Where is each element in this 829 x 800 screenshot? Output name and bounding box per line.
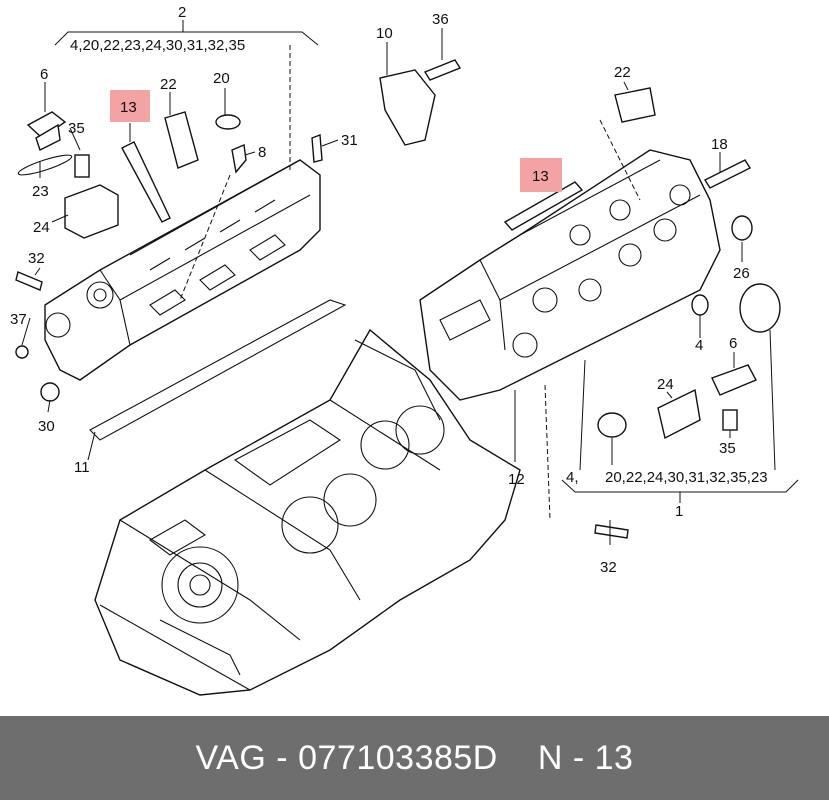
exploded-parts-diagram: 2 4,20,22,23,24,30,31,32,35 6 35 23 24 1… <box>10 4 799 696</box>
part-30 <box>40 382 60 402</box>
footer-part-number: 077103385D <box>298 738 498 777</box>
part-number-footer: VAG - 077103385D N - 13 <box>0 716 829 800</box>
footer-separator: - <box>276 738 289 777</box>
callout-10: 10 <box>376 25 393 42</box>
part-24-right <box>657 388 701 440</box>
callout-35-left: 35 <box>68 120 85 137</box>
callout-18: 18 <box>711 136 728 153</box>
callout-11: 11 <box>74 459 90 476</box>
callout-22-left: 22 <box>160 76 177 93</box>
callout-4-right: 4 <box>695 337 703 354</box>
part-18-bolt <box>703 159 752 189</box>
callout-24-right: 24 <box>657 376 674 393</box>
callout-1-list-b: 20,22,24,30,31,32,35,23 <box>605 469 768 486</box>
callout-13-right: 13 <box>532 168 549 185</box>
part-36-bolt <box>423 59 462 81</box>
left-cylinder-head <box>44 159 321 381</box>
part-13-bolt-right <box>503 181 584 231</box>
callout-30: 30 <box>38 418 55 435</box>
part-20 <box>215 114 241 130</box>
part-6-left <box>26 111 67 151</box>
part-37 <box>15 345 29 359</box>
callout-12: 12 <box>508 471 525 488</box>
callout-2-list: 4,20,22,23,24,30,31,32,35 <box>70 37 245 54</box>
part-24-left <box>64 184 119 239</box>
gasket-11 <box>89 299 347 441</box>
part-4-right <box>691 294 709 316</box>
callout-32-right: 32 <box>600 559 617 576</box>
right-cylinder-head <box>419 149 721 401</box>
callout-23-left: 23 <box>32 183 49 200</box>
footer-brand: VAG <box>195 738 267 777</box>
footer-position-label: N - 13 <box>537 738 634 777</box>
part-32-stud-left <box>15 271 43 291</box>
part-10-cover <box>379 69 436 146</box>
part-13-bolt-left <box>121 141 171 223</box>
part-35-right <box>722 409 738 431</box>
callout-13-left: 13 <box>120 99 137 116</box>
callout-1-list-a: 4, <box>566 469 579 486</box>
part-23-oring <box>17 154 73 176</box>
callout-8: 8 <box>258 144 266 161</box>
callout-20: 20 <box>213 70 230 87</box>
part-20-right <box>597 412 627 438</box>
callout-31: 31 <box>341 132 358 149</box>
callout-32-left: 32 <box>28 250 45 267</box>
part-32-stud-right <box>594 524 629 539</box>
callout-6-left: 6 <box>40 66 48 83</box>
part-6-right <box>711 364 757 396</box>
callout-6-right: 6 <box>729 335 737 352</box>
diagram-canvas: 2 4,20,22,23,24,30,31,32,35 6 35 23 24 1… <box>10 4 799 696</box>
callout-22-right: 22 <box>614 64 631 81</box>
highlight-13-right <box>520 158 562 192</box>
callout-37: 37 <box>10 311 27 328</box>
part-31-stud <box>311 134 323 163</box>
callout-1: 1 <box>675 503 683 520</box>
part-8-sensor <box>231 144 247 174</box>
callout-36: 36 <box>432 11 449 28</box>
highlight-13-left <box>110 90 150 122</box>
callout-24-left: 24 <box>33 219 50 236</box>
callout-26: 26 <box>733 265 750 282</box>
part-22-left <box>164 111 199 169</box>
callout-2: 2 <box>178 4 186 21</box>
callout-35-right: 35 <box>719 440 736 457</box>
part-35-left <box>74 154 90 178</box>
part-22-right <box>614 87 656 123</box>
part-26-ring <box>731 215 753 241</box>
part-23-filter <box>739 283 781 333</box>
engine-block <box>94 328 521 696</box>
bracket-2 <box>54 31 319 46</box>
